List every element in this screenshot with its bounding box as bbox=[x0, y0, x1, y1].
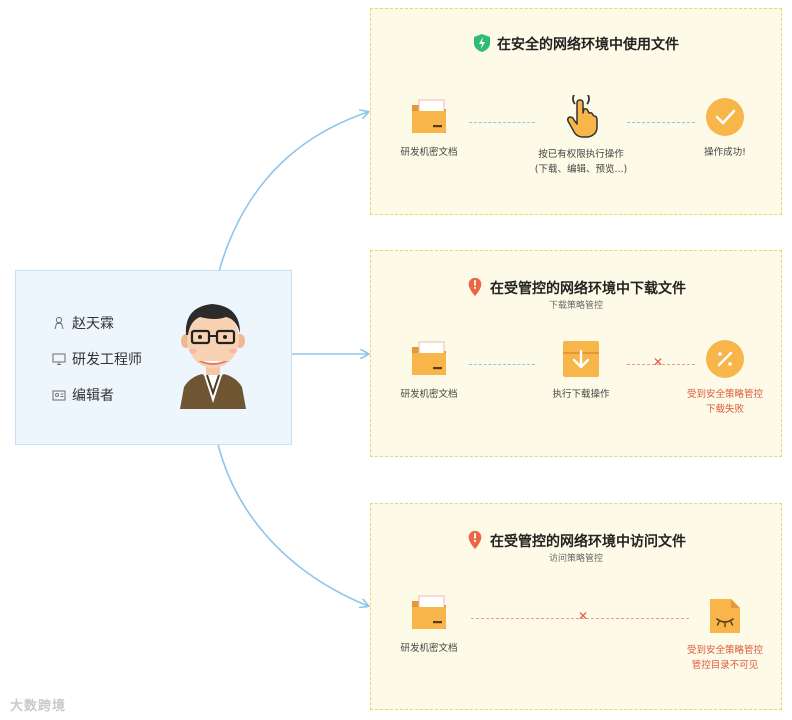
scenario-title: 在受管控的网络环境中访问文件 bbox=[371, 530, 781, 551]
avatar bbox=[178, 301, 248, 409]
scenario-secure-network: 在安全的网络环境中使用文件 研发机密文档 按已有权限执行操作 (下载、编辑、预览… bbox=[370, 8, 782, 215]
scenario-title: 在安全的网络环境中使用文件 bbox=[371, 33, 781, 54]
hidden-document-icon bbox=[708, 597, 742, 635]
scenario-access-control: 在受管控的网络环境中访问文件 访问策略管控 研发机密文档 ✕ 受到安全策略管控 … bbox=[370, 503, 782, 710]
download-file-node: 研发机密文档 bbox=[379, 339, 479, 402]
user-role: 研发工程师 bbox=[72, 349, 142, 369]
download-result-node: 受到安全策略管控 下载失败 bbox=[675, 339, 775, 417]
scenario-subtitle: 访问策略管控 bbox=[371, 551, 781, 564]
warning-pin-icon bbox=[466, 530, 484, 550]
user-name-row: 赵天霖 bbox=[52, 313, 114, 333]
shield-lightning-icon bbox=[473, 33, 491, 53]
access-result-node: 受到安全策略管控 管控目录不可见 bbox=[675, 597, 775, 673]
monitor-icon bbox=[52, 352, 66, 366]
blocked-x-mark: ✕ bbox=[653, 355, 663, 369]
secure-file-node: 研发机密文档 bbox=[379, 97, 479, 160]
secure-action-node: 按已有权限执行操作 (下载、编辑、预览...) bbox=[507, 95, 655, 177]
user-name: 赵天霖 bbox=[72, 313, 114, 333]
folder-icon bbox=[409, 339, 449, 379]
user-permission-row: 编辑者 bbox=[52, 385, 114, 405]
secure-result-node: 操作成功! bbox=[685, 97, 765, 160]
download-box-icon bbox=[561, 339, 601, 379]
warning-pin-icon bbox=[466, 277, 484, 297]
user-role-row: 研发工程师 bbox=[52, 349, 142, 369]
blocked-x-mark: ✕ bbox=[578, 609, 588, 623]
watermark: 大数跨境 bbox=[10, 695, 66, 714]
access-file-node: 研发机密文档 bbox=[379, 593, 479, 656]
scenario-title: 在受管控的网络环境中下载文件 bbox=[371, 277, 781, 298]
folder-icon bbox=[409, 97, 449, 137]
folder-icon bbox=[409, 593, 449, 633]
download-action-node: 执行下载操作 bbox=[521, 339, 641, 402]
id-card-icon bbox=[52, 388, 66, 402]
blocked-percent-icon bbox=[705, 339, 745, 379]
person-icon bbox=[52, 316, 66, 330]
pointer-hand-icon bbox=[561, 95, 601, 139]
user-permission: 编辑者 bbox=[72, 385, 114, 405]
user-card: 赵天霖 研发工程师 编辑者 bbox=[15, 270, 292, 445]
scenario-subtitle: 下载策略管控 bbox=[371, 298, 781, 311]
success-check-icon bbox=[705, 97, 745, 137]
scenario-download-control: 在受管控的网络环境中下载文件 下载策略管控 研发机密文档 执行下载操作 ✕ 受到… bbox=[370, 250, 782, 457]
